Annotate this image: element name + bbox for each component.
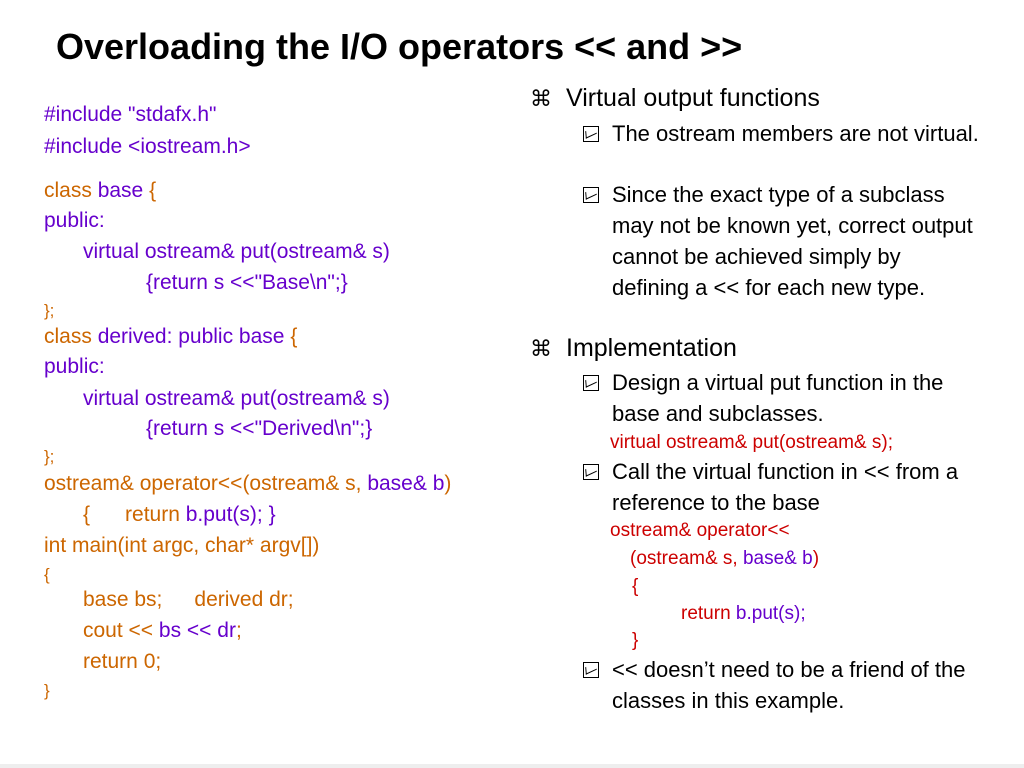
code-line-cout: cout << bs << dr; [83, 616, 242, 646]
checkbox-icon [583, 662, 599, 678]
code-snippet: virtual ostream& put(ostream& s); [610, 432, 893, 453]
code-segment: return [681, 603, 736, 624]
keyword: class [44, 325, 98, 348]
identifier: derived: public base [97, 325, 285, 348]
footer-divider [0, 764, 1024, 768]
sub-bullet: Design a virtual put function in the bas… [583, 367, 983, 429]
code-line-declarations: base bs; derived dr; [83, 585, 294, 615]
checkbox-icon [583, 126, 599, 142]
checkbox-icon [583, 187, 599, 203]
bullet-virtual-output: ⌘ Virtual output functions [530, 84, 820, 113]
code-segment: ostream& operator<<(ostream& s, [44, 472, 368, 495]
code-line-close: }; [44, 447, 55, 466]
code-line-operator-decl: ostream& operator<<(ostream& s, base& b) [44, 469, 451, 499]
code-line-return-base: {return s <<"Base\n";} [146, 271, 348, 294]
code-line-virtual-put: virtual ostream& put(ostream& s) [83, 387, 390, 410]
code-segment: base& b [367, 472, 445, 495]
code-segment: b.put(s); [735, 603, 806, 624]
code-segment: b.put(s); } [185, 503, 276, 526]
code-line-include1: #include "stdafx.h" [44, 103, 217, 126]
brace: { [143, 179, 157, 202]
slide-title: Overloading the I/O operators << and >> [56, 26, 743, 67]
sub-bullet: Since the exact type of a subclass may n… [583, 179, 983, 303]
bullet-label: Implementation [566, 334, 737, 362]
code-line-public: public: [44, 209, 105, 232]
code-line-main-open: { [44, 565, 50, 584]
code-line-public: public: [44, 355, 105, 378]
checkbox-icon [583, 375, 599, 391]
code-segment: bs << dr [158, 619, 236, 642]
sub-bullet-text: Since the exact type of a subclass may n… [612, 182, 973, 300]
code-segment: (ostream& s, [630, 548, 743, 569]
code-snippet: { [632, 576, 639, 597]
code-line-class-derived: class derived: public base { [44, 322, 297, 352]
code-line-return0: return 0; [83, 650, 162, 673]
sub-bullet: Call the virtual function in << from a r… [583, 456, 983, 518]
code-segment: base bs; [83, 588, 163, 611]
sub-bullet-text: Design a virtual put function in the bas… [612, 370, 944, 426]
code-line-operator-body: { return b.put(s); } [83, 500, 276, 530]
code-snippet: ostream& operator<< [610, 520, 790, 541]
code-segment: { return [83, 503, 186, 526]
code-line-include2: #include <iostream.h> [44, 135, 251, 158]
code-segment: ) [812, 548, 820, 569]
code-segment: derived dr; [194, 588, 294, 611]
code-line-return-derived: {return s <<"Derived\n";} [146, 417, 373, 440]
keyword: class [44, 179, 98, 202]
code-segment: base& b [742, 548, 813, 569]
code-line-close: }; [44, 301, 55, 320]
code-snippet: } [632, 630, 639, 651]
checkbox-icon [583, 464, 599, 480]
sub-bullet-text: Call the virtual function in << from a r… [612, 459, 959, 515]
sub-bullet: << doesn’t need to be a friend of the cl… [583, 654, 983, 716]
command-key-icon: ⌘ [530, 336, 552, 361]
code-line-virtual-put: virtual ostream& put(ostream& s) [83, 240, 390, 263]
identifier: base [97, 179, 144, 202]
code-line-main-close: } [44, 681, 50, 700]
code-snippet: (ostream& s, base& b) [630, 546, 819, 571]
code-snippet: return b.put(s); [681, 601, 806, 626]
brace: { [284, 325, 298, 348]
code-segment: ; [235, 619, 242, 642]
code-line-class-base: class base { [44, 176, 156, 206]
bullet-label: Virtual output functions [566, 84, 820, 112]
code-segment: cout << [83, 619, 159, 642]
code-segment: ) [444, 472, 452, 495]
bullet-implementation: ⌘ Implementation [530, 334, 737, 363]
sub-bullet-text: The ostream members are not virtual. [612, 121, 979, 146]
sub-bullet-text: << doesn’t need to be a friend of the cl… [612, 657, 966, 713]
code-line-main-decl: int main(int argc, char* argv[]) [44, 534, 320, 557]
command-key-icon: ⌘ [530, 86, 552, 111]
sub-bullet: The ostream members are not virtual. [583, 118, 983, 149]
